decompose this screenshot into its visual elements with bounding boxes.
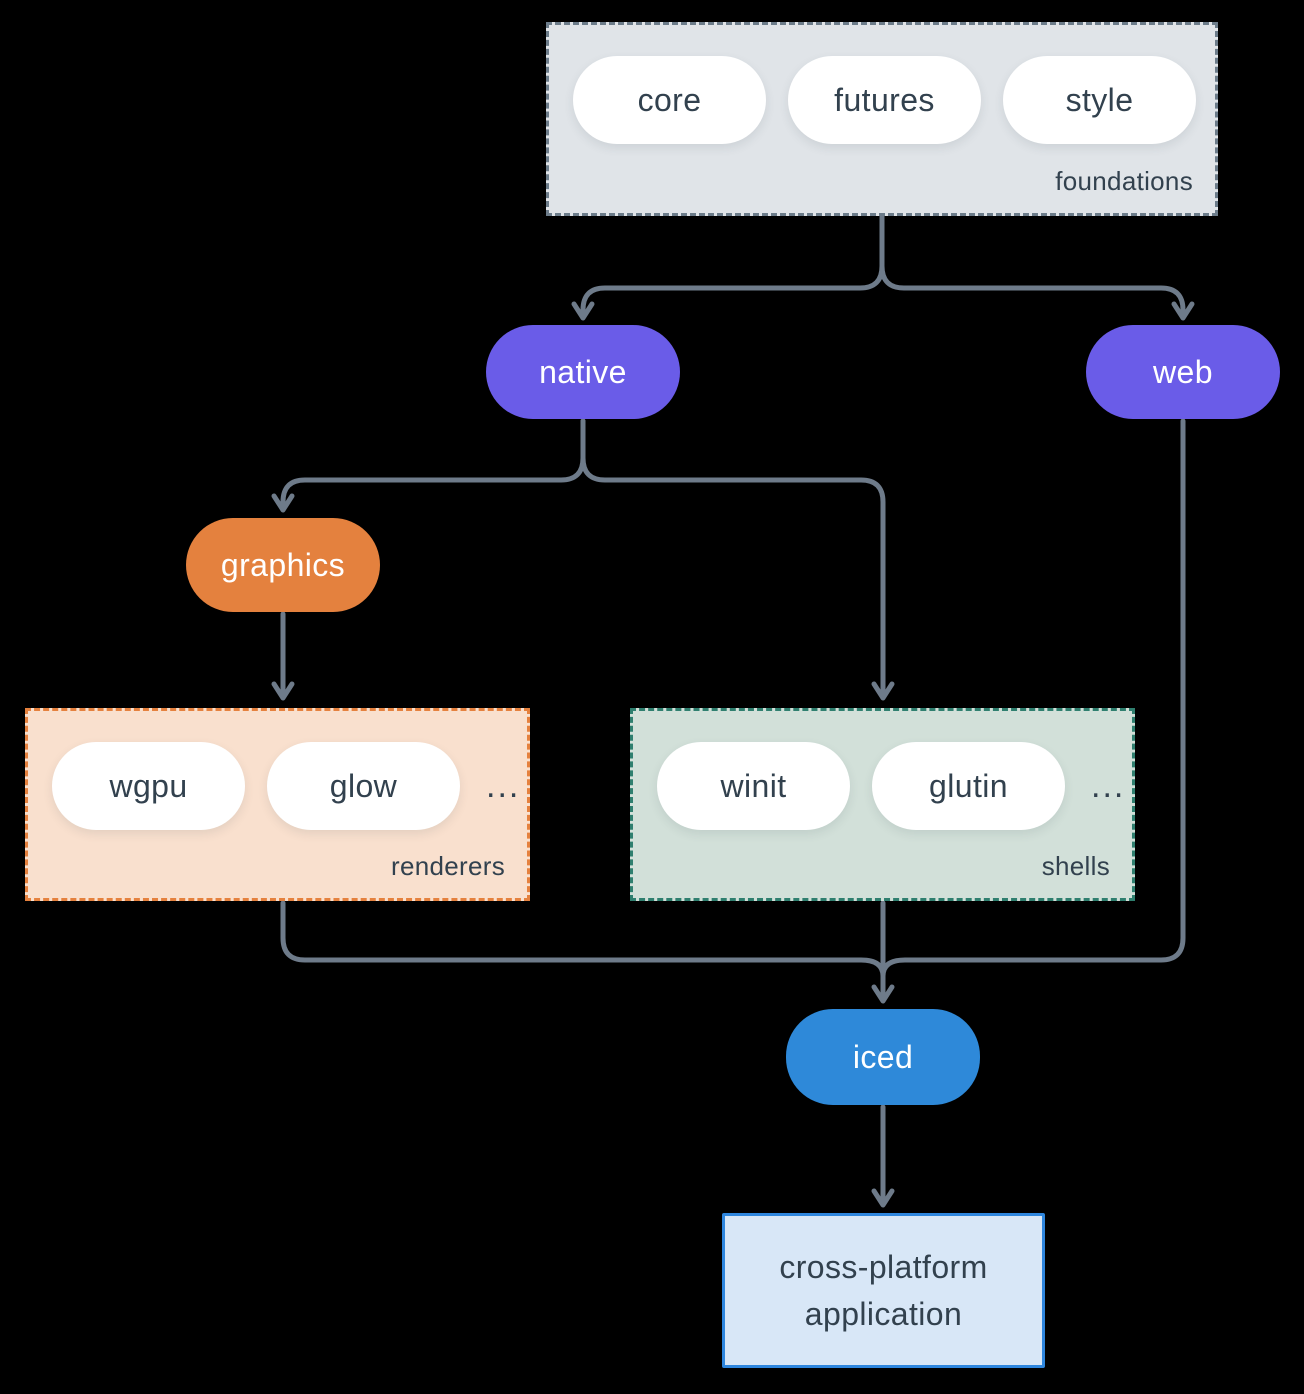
foundations-group-label: foundations (1055, 166, 1193, 196)
group-shells: winit glutin ... shells (630, 708, 1135, 901)
node-wgpu: wgpu (52, 742, 245, 830)
node-web: web (1086, 325, 1280, 419)
node-graphics: graphics (186, 518, 380, 612)
group-renderers: wgpu glow ... renderers (25, 708, 530, 901)
edge-foundations-web (879, 263, 1195, 321)
renderers-ellipsis: ... (486, 767, 521, 805)
renderers-pill-row: wgpu glow ... (28, 711, 527, 830)
edge-foundations-native (571, 263, 885, 321)
node-glow: glow (267, 742, 460, 830)
node-winit: winit (657, 742, 850, 830)
node-native: native (486, 325, 680, 419)
foundations-pill-row: core futures style (549, 25, 1215, 144)
edge-renderers-merge (280, 900, 886, 981)
node-core: core (573, 56, 766, 144)
node-glutin: glutin (872, 742, 1065, 830)
shells-group-label: shells (1041, 851, 1110, 881)
shells-pill-row: winit glutin ... (633, 711, 1132, 830)
node-futures: futures (788, 56, 981, 144)
renderers-group-label: renderers (391, 851, 505, 881)
edge-native-shells (580, 418, 895, 701)
group-foundations: core futures style foundations (546, 22, 1218, 216)
edge-native-graphics (271, 418, 586, 513)
node-cross-platform-application: cross-platform application (722, 1213, 1045, 1368)
node-iced: iced (786, 1009, 980, 1105)
node-style: style (1003, 56, 1196, 144)
shells-ellipsis: ... (1091, 767, 1126, 805)
